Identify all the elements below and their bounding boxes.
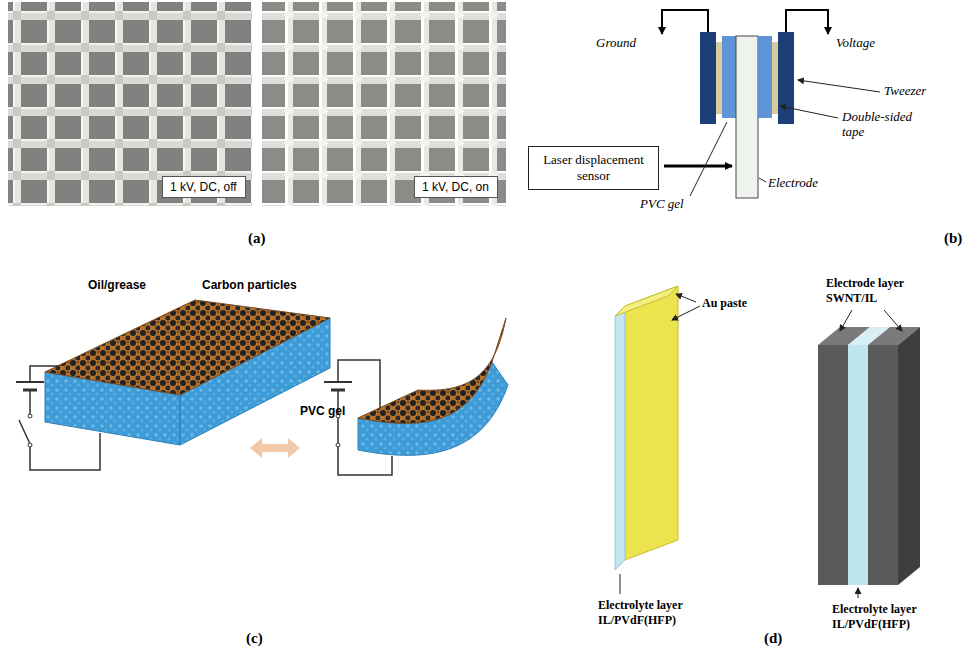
switch-symbol (19, 420, 30, 444)
signal-name: Voltage (836, 36, 875, 51)
wire (29, 390, 31, 415)
laser-arrow (664, 165, 732, 168)
panel-label: (b) (944, 230, 962, 247)
panel-label: (c) (246, 630, 263, 647)
panel-label: (d) (764, 630, 782, 647)
wire (30, 433, 100, 470)
battery-symbol (324, 381, 352, 383)
mesh-photo (8, 2, 252, 206)
part-name: Electrode (768, 176, 818, 191)
part-name: Electrode layer SWNT/IL (826, 276, 936, 306)
au-plate (615, 286, 700, 594)
switch-symbol (336, 443, 340, 447)
pvc-gel-slab (16, 300, 330, 470)
leader-line (620, 574, 621, 594)
leader-line (840, 310, 852, 331)
electrolyte-layer (848, 345, 868, 585)
switch-symbol (28, 443, 32, 447)
leader-line (798, 80, 880, 92)
electrode (736, 36, 758, 198)
leader-line (884, 310, 902, 331)
layer-side (898, 327, 920, 585)
wire (338, 390, 392, 475)
box-text: Laser displacement sensor (535, 152, 652, 183)
box-text: 1 kV, DC, off (170, 180, 238, 194)
electrolyte-face (615, 306, 625, 570)
leader-line (676, 294, 696, 302)
carbon-layer (45, 300, 330, 395)
panel-label: (a) (248, 230, 266, 247)
electrode-layer (868, 345, 898, 585)
leader-line (672, 306, 700, 320)
wire (786, 10, 828, 34)
switch-symbol (28, 414, 32, 418)
pvc-gel (722, 36, 736, 118)
au-face (625, 286, 678, 560)
part-name: Oil/grease (88, 278, 146, 292)
double-arrow (250, 438, 300, 458)
leader-line (759, 178, 766, 182)
mesh-photo (262, 2, 506, 206)
part-name: Carbon particles (202, 278, 297, 292)
sensor-box: Laser displacement sensor (528, 146, 659, 190)
wire (338, 360, 380, 408)
part-name: Au paste (702, 296, 747, 311)
part-name: PVC gel (640, 197, 684, 212)
wire (662, 10, 708, 34)
tweezer-setup (662, 10, 880, 198)
electrode-layer (818, 345, 848, 585)
tape (716, 42, 722, 114)
tweezer-arm (778, 32, 794, 124)
tape (772, 42, 778, 114)
part-name: Tweezer (884, 84, 926, 99)
photo-label: 1 kV, DC, on (414, 176, 498, 198)
au-face (615, 286, 678, 316)
leader-line (780, 106, 838, 118)
signal-name: Ground (596, 36, 636, 51)
leader-line (858, 588, 859, 598)
photo-label: 1 kV, DC, off (162, 176, 246, 198)
battery-symbol (16, 381, 44, 383)
box-text: 1 kV, DC, on (422, 180, 490, 194)
part-name: Electrolyte layer IL/PVdF(HFP) (832, 602, 942, 632)
pvc-gel (758, 36, 772, 118)
bent-slab (324, 318, 508, 475)
tweezer-arm (700, 32, 716, 124)
layer-stack (818, 310, 920, 598)
part-name: Electrolyte layer IL/PVdF(HFP) (598, 598, 708, 628)
wire (30, 366, 60, 382)
part-name: Double-sided tape (842, 110, 922, 140)
part-name: PVC gel (300, 404, 345, 418)
leader-line (690, 122, 727, 196)
